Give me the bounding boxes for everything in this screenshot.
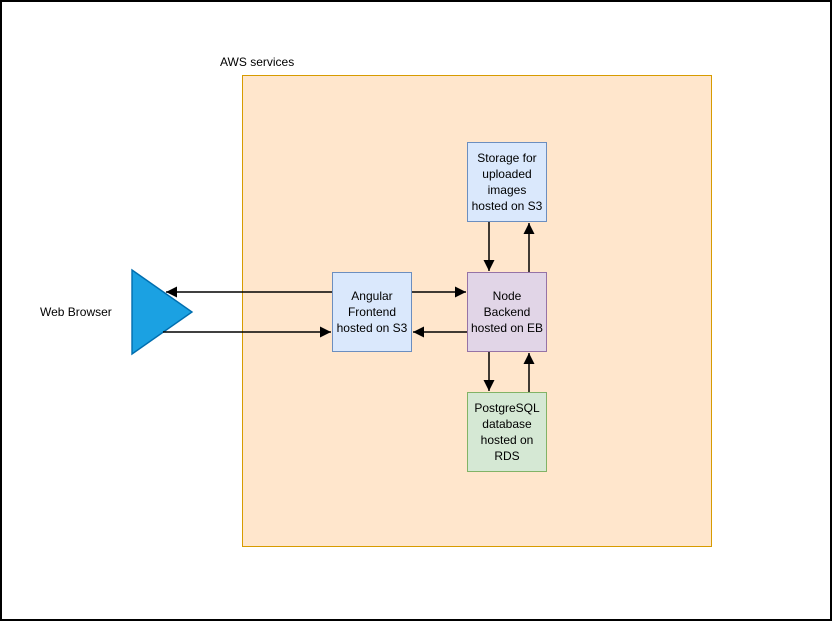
aws-services-label: AWS services: [220, 55, 295, 69]
node-storage-s3: Storage for uploaded images hosted on S3: [467, 142, 547, 222]
web-browser-label: Web Browser: [40, 305, 112, 319]
node-postgresql-database: PostgreSQL database hosted on RDS: [467, 392, 547, 472]
web-browser-triangle-shape: [131, 268, 194, 356]
node-node-backend: Node Backend hosted on EB: [467, 272, 547, 352]
node-angular-frontend: Angular Frontend hosted on S3: [332, 272, 412, 352]
